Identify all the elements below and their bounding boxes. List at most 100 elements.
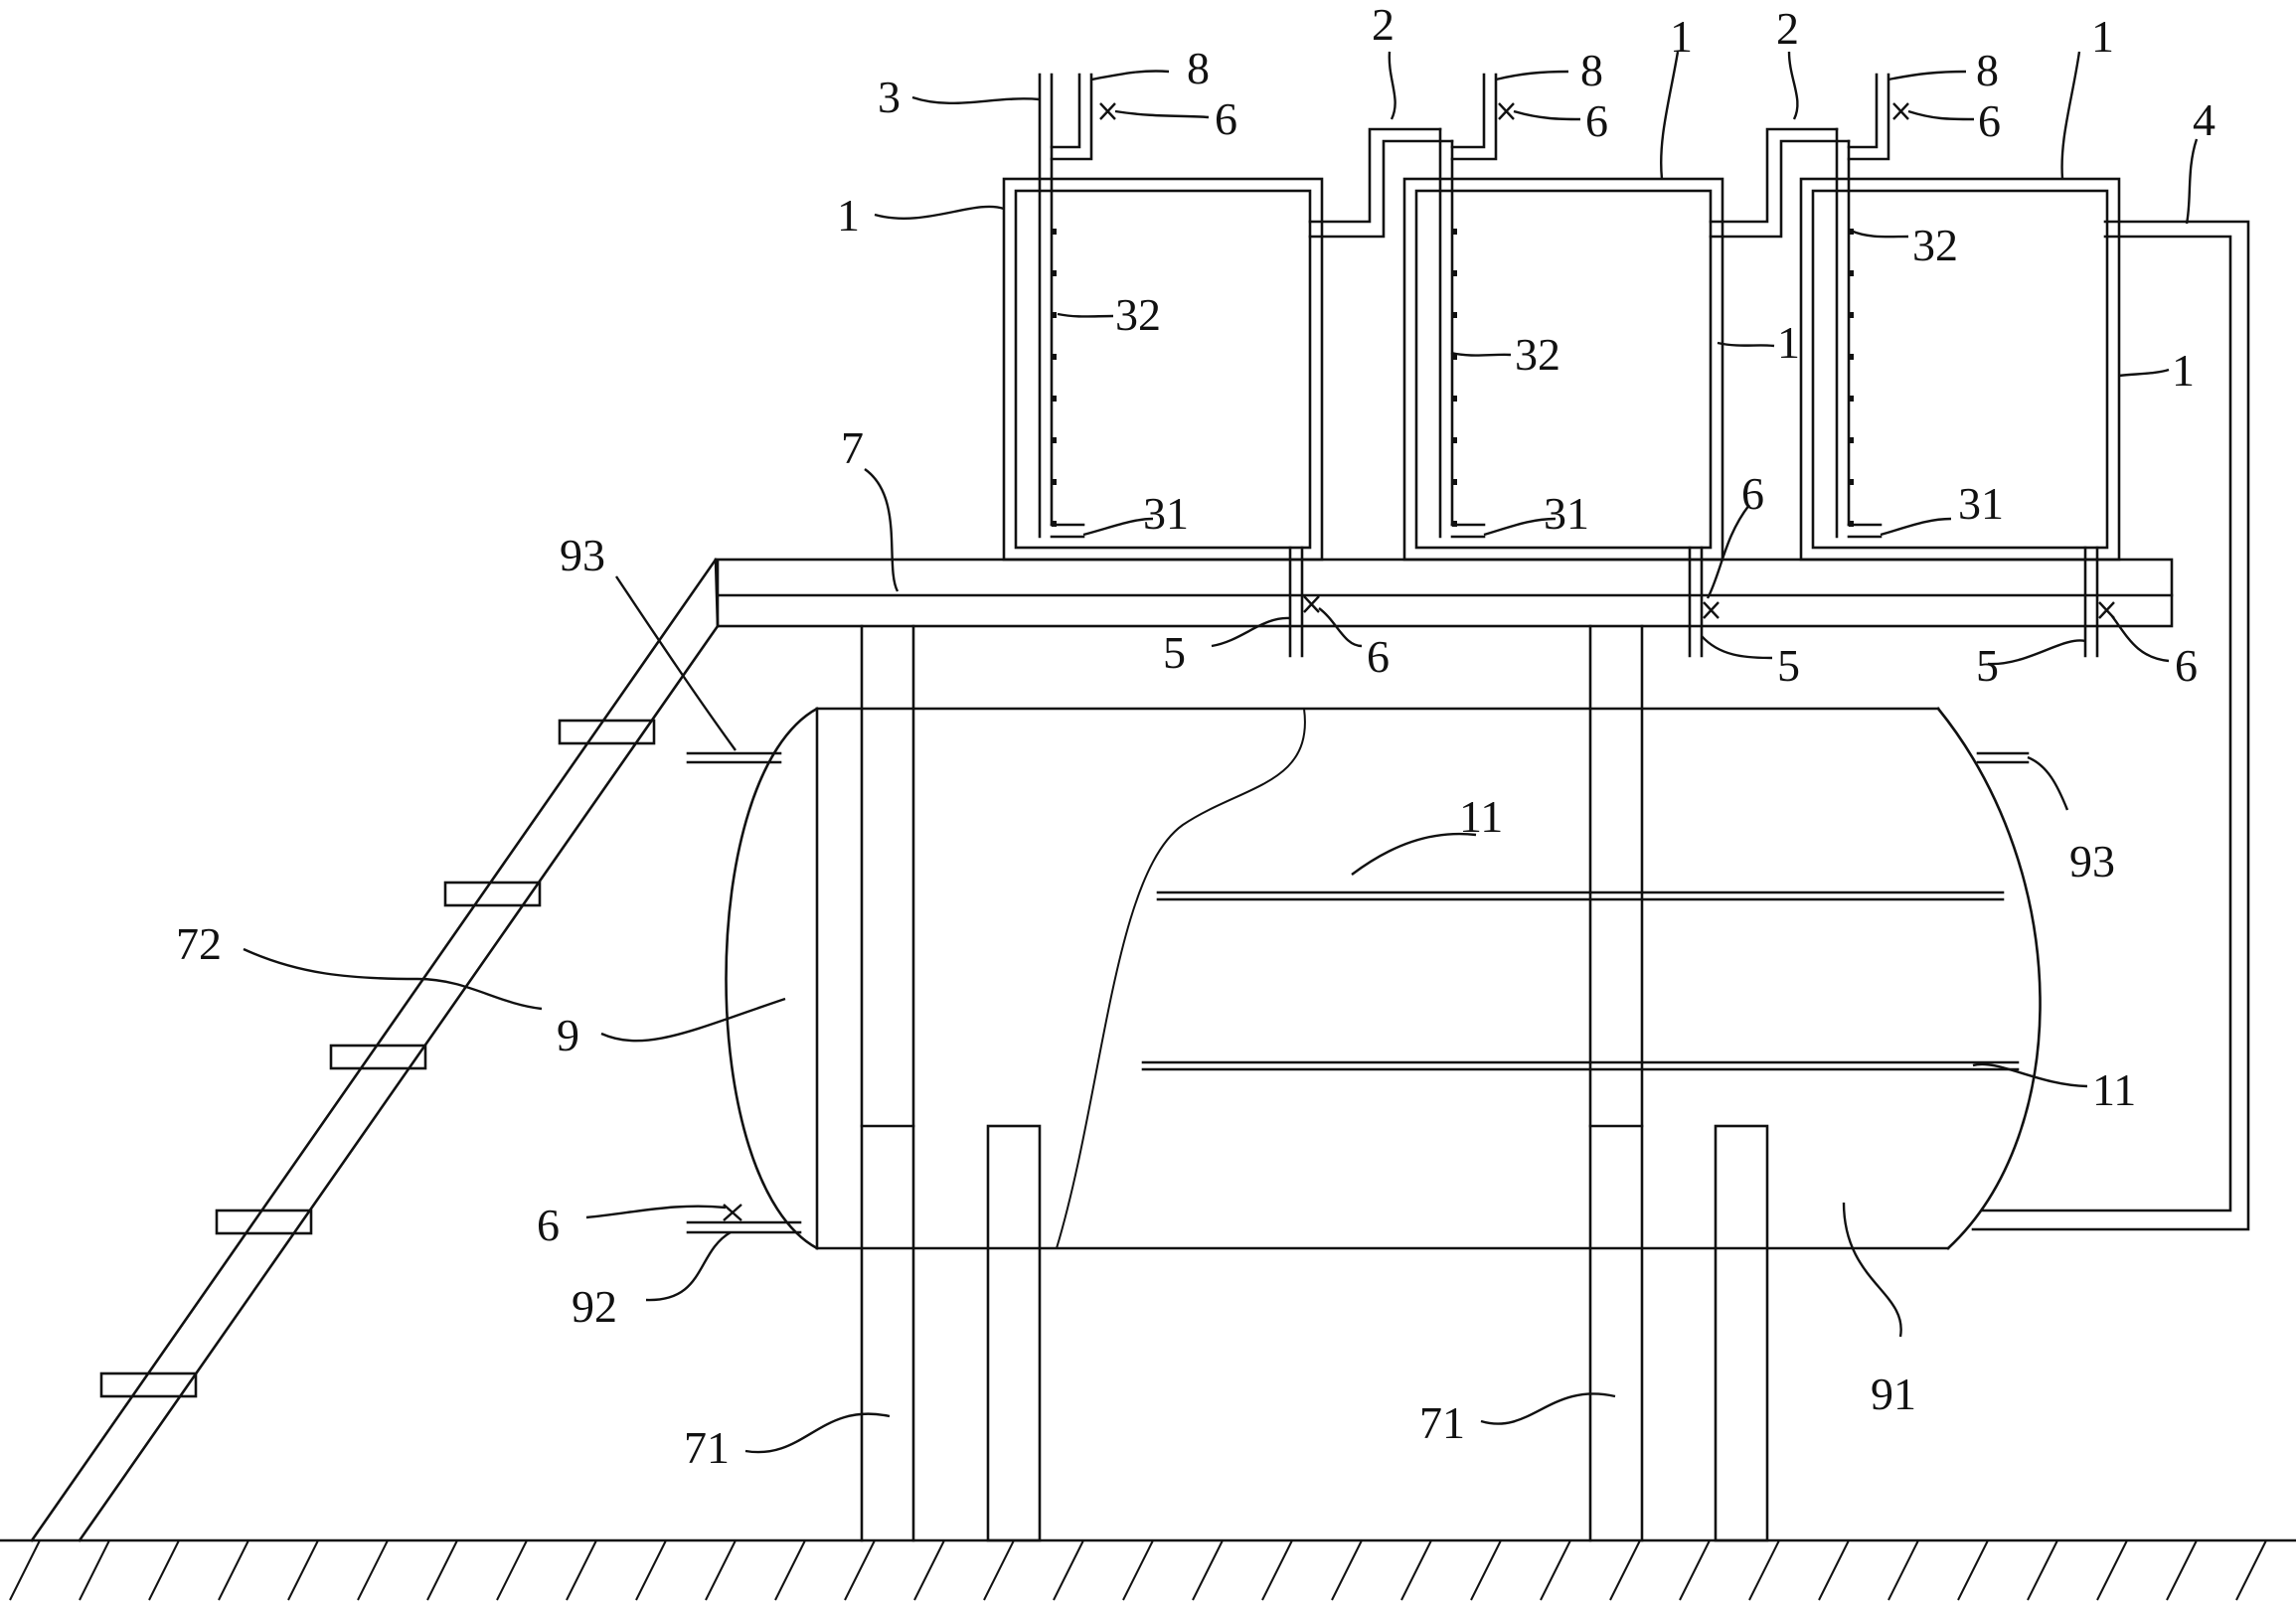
ground-hatch [774,1539,806,1601]
label-93: 93 [2069,836,2115,887]
label-2: 2 [1776,3,1799,54]
ground-hatch [913,1539,945,1601]
ground-hatch [1609,1539,1641,1601]
inclined-ramp [30,558,720,1542]
label-1: 1 [837,190,860,241]
nozzle-tick [1849,312,1854,318]
label-1: 1 [1777,317,1800,368]
ground-hatch [1053,1539,1084,1601]
nozzle-tick [1052,270,1057,276]
nozzle-tick [1452,229,1457,235]
nozzle-tick [1052,437,1057,443]
label-31: 31 [1958,478,2004,529]
label-92: 92 [572,1281,617,1332]
drain-pipes [1288,546,2099,658]
nozzle-tick [1052,521,1057,527]
nozzle-tick [1452,479,1457,485]
ground-hatch [635,1539,667,1601]
ground-hatch [2166,1539,2198,1601]
ground-hatch [1400,1539,1432,1601]
connecting-pipes [1308,127,1851,239]
tank-drain-valve [723,1204,742,1221]
nozzle-tick [1052,479,1057,485]
ground-hatch [566,1539,597,1601]
label-6: 6 [537,1200,560,1250]
support-columns [860,624,1769,1542]
leader-lines [243,51,2199,1454]
nozzle-tick [1849,521,1854,527]
label-6: 6 [2175,640,2198,691]
label-11: 11 [2092,1064,2136,1115]
label-31: 31 [1544,488,1589,539]
label-5: 5 [1163,627,1186,678]
label-93: 93 [560,530,605,580]
storage-tank [686,707,2042,1250]
return-pipe [1971,220,2250,1231]
label-71: 71 [684,1422,730,1473]
label-6: 6 [1978,95,2001,146]
label-31: 31 [1143,488,1189,539]
label-6: 6 [1215,93,1237,144]
ground-hatch [2096,1539,2128,1601]
label-4: 4 [2193,94,2215,145]
nozzle-tick [1849,396,1854,402]
tank-module-1 [1002,73,1324,562]
nozzle-tick [1452,312,1457,318]
ground-hatch [2235,1539,2267,1601]
ground-hatch [1748,1539,1780,1601]
nozzle-tick [1849,354,1854,360]
nozzle-tick [1452,396,1457,402]
label-71: 71 [1419,1397,1465,1448]
label-32: 32 [1912,220,1958,270]
ground-hatch [1887,1539,1919,1601]
nozzle-tick [1052,354,1057,360]
label-2: 2 [1372,0,1394,50]
ground-hatch [79,1539,110,1601]
label-32: 32 [1515,329,1560,380]
label-6: 6 [1367,631,1390,682]
ground-hatch [357,1539,389,1601]
ground-hatch [705,1539,737,1601]
label-9: 9 [557,1010,579,1060]
ground-hatch [426,1539,458,1601]
ground-hatch [844,1539,876,1601]
ground-hatch [2027,1539,2058,1601]
ground-hatch [1957,1539,1989,1601]
ground-hatch [1679,1539,1711,1601]
ground-hatch [983,1539,1015,1601]
tank-module-2 [1402,127,1724,562]
tank-module-3 [1799,127,2121,562]
nozzle-tick [1452,354,1457,360]
label-1: 1 [1670,11,1693,62]
label-3: 3 [878,72,901,122]
ground-hatch [148,1539,180,1601]
nozzle-tick [1849,437,1854,443]
nozzle-tick [1452,270,1457,276]
ground-hatch [1818,1539,1850,1601]
label-6: 6 [1585,95,1608,146]
label-32: 32 [1115,289,1161,340]
label-5: 5 [1976,640,1999,691]
nozzle-tick [1052,229,1057,235]
ground-hatch [287,1539,319,1601]
label-5: 5 [1777,640,1800,691]
reference-numerals: 3 8 6 2 8 6 1 2 8 6 1 4 1 32 32 32 1 1 3… [176,0,2215,1473]
ground [0,1538,2296,1601]
label-8: 8 [1976,45,1999,95]
valves [1099,102,2115,619]
nozzle-tick [1052,396,1057,402]
nozzle-tick [1052,312,1057,318]
label-72: 72 [176,918,222,969]
ramp-steps [99,719,656,1398]
label-91: 91 [1871,1369,1916,1419]
label-1: 1 [2172,345,2195,396]
label-7: 7 [841,422,864,473]
ground-hatch [1122,1539,1154,1601]
label-8: 8 [1580,45,1603,95]
ground-hatch [1261,1539,1293,1601]
label-6: 6 [1741,468,1764,519]
label-1: 1 [2091,11,2114,62]
nozzle-tick [1452,521,1457,527]
ground-hatch [218,1539,249,1601]
